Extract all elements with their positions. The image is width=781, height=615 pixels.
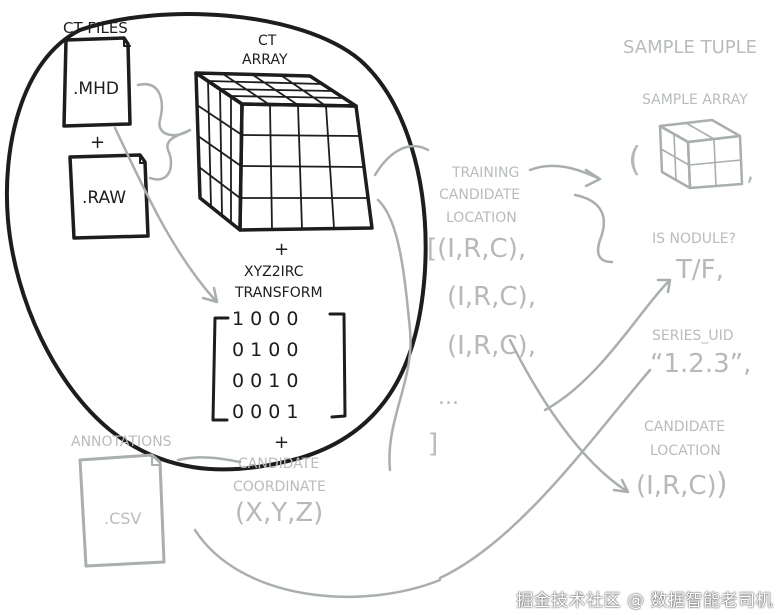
ct-pipeline-blob [4, 12, 428, 472]
raw-file-label: .RAW [82, 188, 126, 208]
annotations-title: ANNOTATIONS [71, 434, 172, 450]
transform-label-line1: XYZ2IRC [244, 264, 304, 280]
training-row: (I,R,C), [447, 282, 536, 312]
candidate-location-value: (I,R,C) [636, 471, 717, 501]
training-brace [573, 193, 614, 264]
candidate-location-label-line1: CANDIDATE [644, 419, 725, 435]
csv-file-label: .CSV [104, 509, 141, 528]
csv-file-icon [78, 453, 166, 568]
matrix-row: 0 0 0 1 [232, 401, 298, 423]
training-label-line2: CANDIDATE [439, 187, 520, 203]
bottom-to-series-curve [438, 368, 652, 580]
mhd-file-label: .MHD [73, 79, 119, 99]
csv-bottom-curve [193, 528, 442, 599]
transform-plus: + [274, 239, 289, 260]
matrix-row: 0 0 1 0 [232, 370, 298, 392]
coordinate-to-training-curve [376, 198, 412, 472]
watermark: 掘金技术社区 @ 数据智能老司机 [516, 591, 773, 611]
ct-array-label-line2: ARRAY [242, 52, 288, 68]
mhd-file-icon [62, 36, 132, 128]
ct-array-cube-icon [194, 71, 374, 232]
matrix-row: 0 1 0 0 [232, 339, 298, 361]
training-row: ... [438, 385, 459, 410]
candidate-coordinate-value: (X,Y,Z) [235, 498, 323, 528]
sample-tuple-open-paren: ( [628, 140, 641, 180]
training-row: ] [428, 429, 438, 459]
matrix-row: 1 0 0 0 [232, 308, 298, 330]
sample-array-label: SAMPLE ARRAY [642, 92, 748, 108]
candidate-coordinate-label-line2: COORDINATE [233, 479, 326, 495]
transform-label-line2: TRANSFORM [234, 285, 323, 301]
sample-tuple-close-paren: ) [716, 467, 728, 502]
sample-tuple-title: SAMPLE TUPLE [623, 37, 757, 58]
is-nodule-value: T/F, [675, 255, 724, 285]
training-label-line3: LOCATION [446, 210, 517, 226]
matrix-left-bracket [211, 316, 230, 422]
files-to-array-brace [136, 83, 192, 181]
series-uid-label: SERIES_UID [652, 328, 733, 344]
sample-array-trailing-comma: , [746, 157, 754, 187]
candidate-coordinate-label-line1: CANDIDATE [238, 456, 319, 472]
series-uid-value: “1.2.3”, [650, 349, 751, 379]
ct-array-label-line1: CT [258, 33, 277, 49]
candidate-plus: + [274, 432, 289, 453]
training-row: (I,R,C), [447, 331, 536, 361]
training-row: [(I,R,C), [427, 234, 526, 264]
ct-files-plus: + [90, 132, 105, 153]
training-label-line1: TRAINING [451, 165, 519, 181]
candidate-location-label-line2: LOCATION [650, 443, 721, 459]
is-nodule-label: IS NODULE? [652, 231, 736, 247]
mhd-to-transform-arrow [113, 126, 217, 302]
matrix-right-bracket [328, 312, 347, 419]
sample-array-cube-icon [658, 118, 744, 190]
row-to-candidate-location-arrow [508, 338, 627, 492]
blob-to-training-arrow [373, 144, 430, 177]
row-to-isnodule-arrow [543, 280, 670, 412]
csv-to-coordinate-arrow [176, 456, 242, 464]
ct-files-title: CT FILES [63, 19, 128, 37]
